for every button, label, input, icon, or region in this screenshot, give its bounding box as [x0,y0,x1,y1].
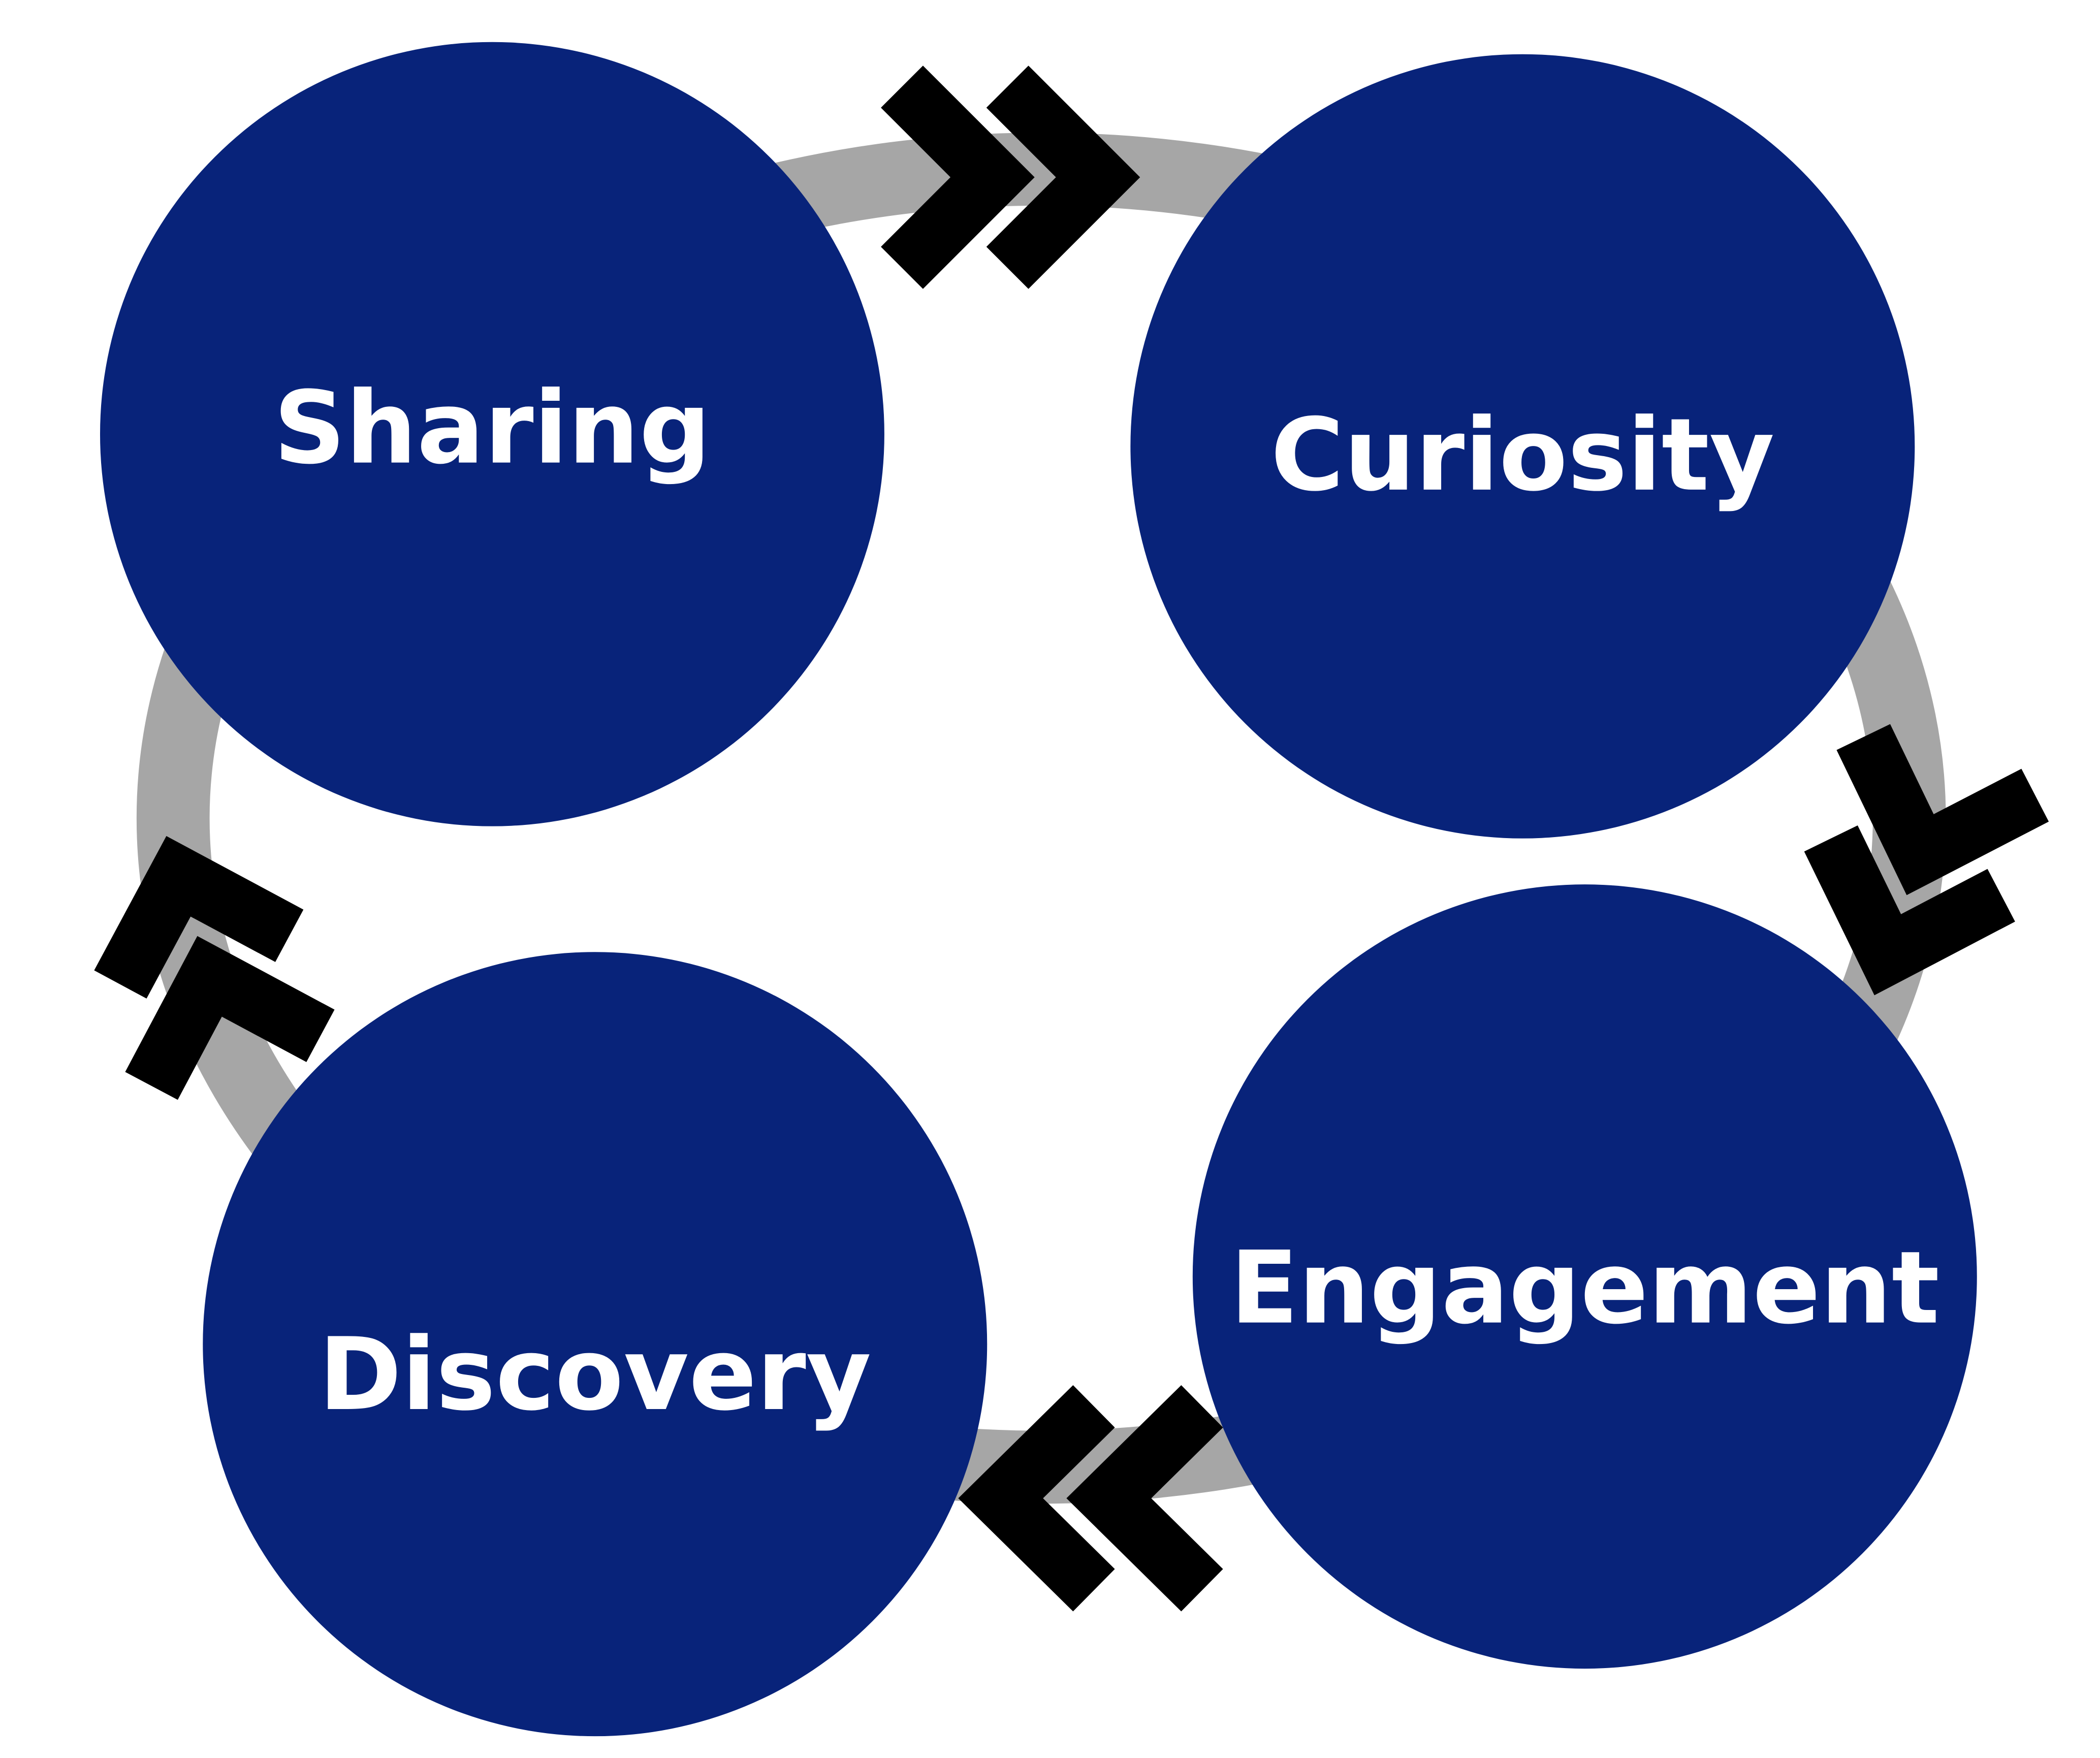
double-chevron-left-icon [958,1385,1223,1612]
node-label: Engagement [1230,1230,1939,1347]
node-label: Curiosity [1270,397,1774,514]
node-curiosity: Curiosity [1130,54,1915,839]
node-label: Discovery [319,1317,871,1433]
node-sharing: Sharing [100,42,884,826]
node-engagement: Engagement [1192,884,1977,1669]
double-chevron-down-icon [1804,724,2049,996]
double-chevron-up-icon [94,836,335,1100]
node-label: Sharing [274,370,711,487]
node-discovery: Discovery [203,952,988,1737]
double-chevron-right-icon [881,66,1140,289]
